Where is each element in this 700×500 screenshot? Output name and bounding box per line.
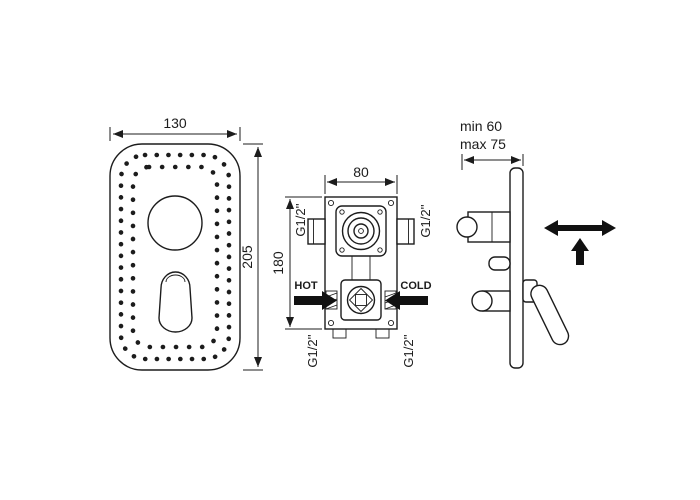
- thread-label-top-left: G1/2'': [293, 203, 308, 236]
- hot-arrow-icon: [294, 291, 337, 310]
- perforation-dots-inner-ring: [130, 164, 220, 350]
- dimension-depth: [461, 154, 524, 170]
- thread-label-bottom-left: G1/2'': [305, 334, 320, 367]
- body-corner-screws: [327, 199, 395, 327]
- thread-label-bottom-right: G1/2'': [401, 334, 416, 367]
- hot-supply: HOT: [294, 280, 337, 310]
- depth-max-label: max 75: [460, 136, 506, 152]
- side-view: min 60 max 75: [456, 118, 616, 369]
- left-outlet-fitting: [307, 218, 326, 245]
- diverter-side-profile: [471, 290, 511, 312]
- bottom-left-stub: [332, 328, 347, 339]
- handle-movement-arrows: [544, 220, 616, 265]
- plate-width-label: 130: [163, 115, 187, 131]
- depth-min-label: min 60: [460, 118, 502, 134]
- hot-label: HOT: [294, 280, 318, 292]
- middle-stub-side: [488, 256, 511, 271]
- valve-opening-circle: [147, 195, 203, 251]
- mounting-plate-outline: [109, 143, 241, 371]
- valve-body-view: 80 180 G1/2'' G1/2'' G1/2'' G1/2'' HOT C…: [270, 164, 433, 368]
- dimension-height-180: 180: [270, 196, 322, 330]
- right-outlet-fitting: [396, 218, 415, 245]
- plate-height-label: 205: [239, 245, 255, 269]
- body-height-label: 180: [270, 251, 286, 275]
- thread-label-top-right: G1/2'': [418, 204, 433, 237]
- plate-side-profile: [509, 167, 524, 369]
- internal-pipes: [351, 256, 371, 280]
- dimension-width-130: 130: [109, 115, 241, 141]
- cartridge-assembly: [335, 205, 387, 257]
- diverter-control: [340, 279, 382, 321]
- cold-label: COLD: [400, 280, 431, 292]
- dimension-height-205: 205: [239, 143, 263, 371]
- lever-handle-side: [522, 279, 570, 346]
- dimension-width-80: 80: [324, 164, 398, 194]
- front-view: 130 205: [109, 115, 263, 371]
- cold-supply: COLD: [385, 280, 432, 310]
- cold-arrow-icon: [385, 291, 428, 310]
- perforation-dots-outer-ring: [118, 152, 232, 362]
- lever-handle-front: [158, 271, 193, 333]
- bottom-right-stub: [375, 328, 390, 339]
- cartridge-side-profile: [456, 211, 511, 243]
- left-right-arrow-icon: [544, 220, 616, 236]
- body-width-label: 80: [353, 164, 369, 180]
- up-arrow-icon: [571, 238, 589, 265]
